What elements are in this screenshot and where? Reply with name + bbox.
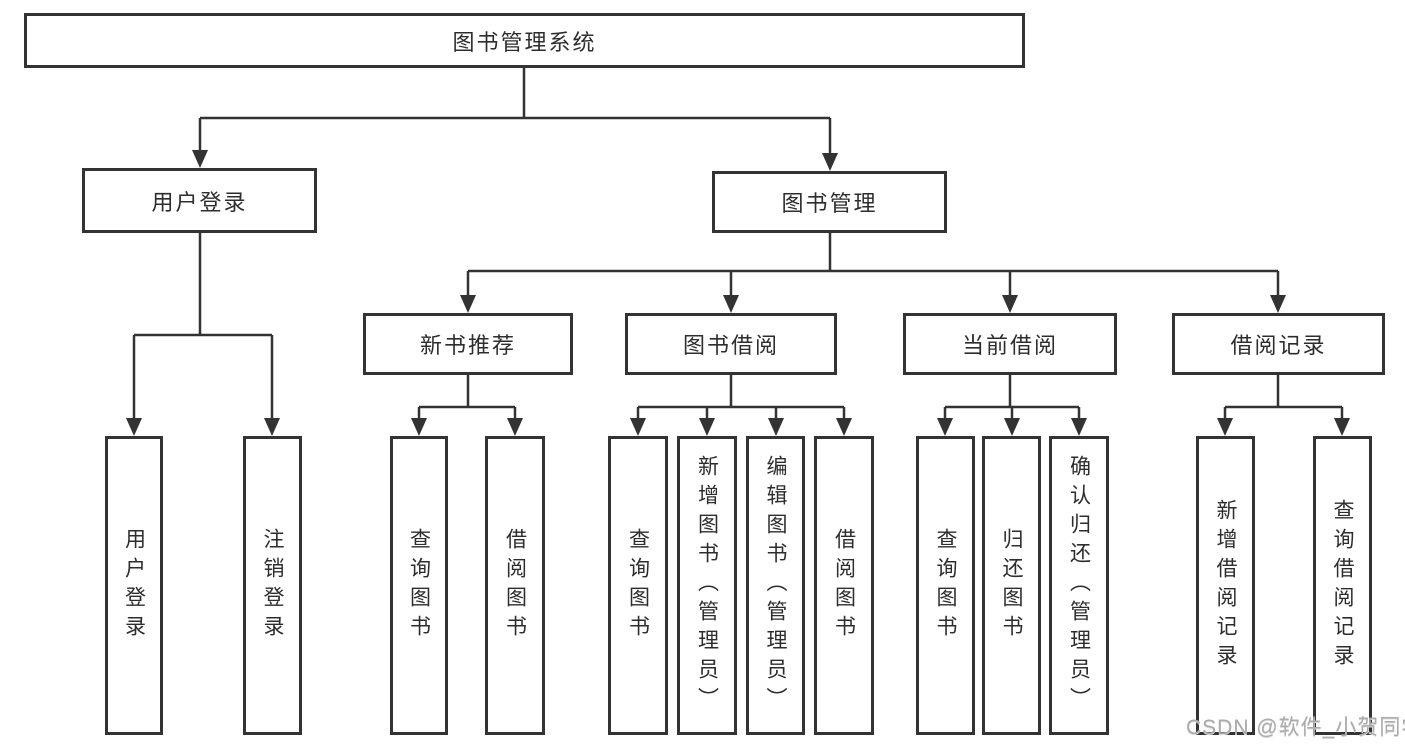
leaf-add-book-admin: 新增图书（管理员）	[677, 436, 737, 735]
leaf-query-books-current: 查询图书	[916, 436, 975, 735]
leaf-confirm-return-admin: 确认归还（管理员）	[1049, 436, 1109, 735]
leaf-add-borrow-record: 新增借阅记录	[1196, 436, 1255, 735]
leaf-user-login: 用户登录	[105, 436, 163, 735]
leaf-borrow-books-recommend: 借阅图书	[485, 436, 545, 735]
leaf-query-books-recommend: 查询图书	[390, 436, 448, 735]
node-borrowing-records: 借阅记录	[1172, 313, 1385, 375]
leaf-borrow-books-borrowing: 借阅图书	[814, 436, 874, 735]
node-current-borrowing: 当前借阅	[903, 313, 1117, 375]
leaf-return-book: 归还图书	[982, 436, 1041, 735]
node-book-borrowing: 图书借阅	[625, 313, 837, 375]
leaf-query-borrow-record: 查询借阅记录	[1313, 436, 1372, 735]
connector-lines	[132, 68, 1344, 418]
node-library-system: 图书管理系统	[24, 13, 1025, 68]
leaf-query-books-borrowing: 查询图书	[608, 436, 668, 735]
csdn-watermark: CSDN @软件_小贺同学	[1186, 716, 1405, 739]
arrowheads	[126, 150, 1350, 436]
node-user-login: 用户登录	[82, 168, 317, 233]
node-book-management: 图书管理	[712, 171, 947, 233]
leaf-logout: 注销登录	[243, 436, 302, 735]
node-new-book-recommend: 新书推荐	[363, 313, 573, 375]
leaf-edit-book-admin: 编辑图书（管理员）	[746, 436, 805, 735]
